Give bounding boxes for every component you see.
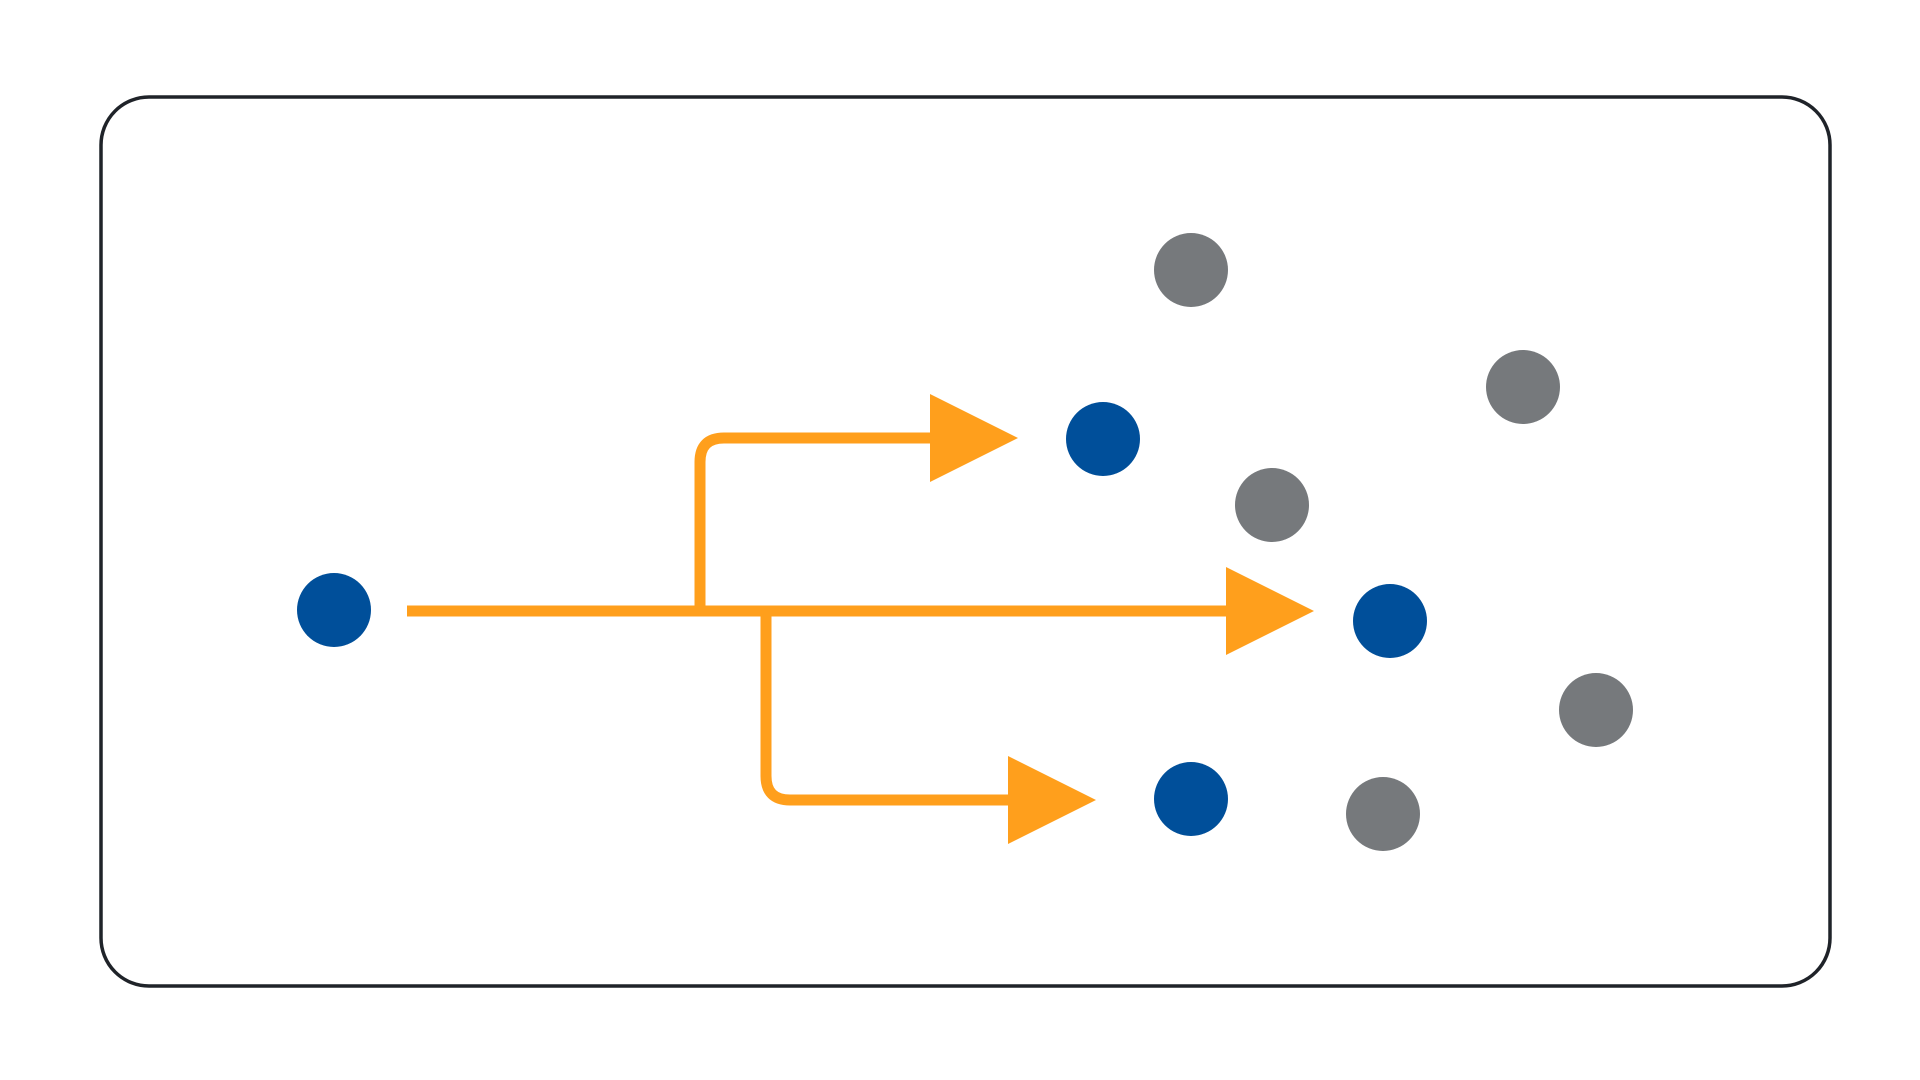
nodes	[297, 233, 1633, 851]
diagram-frame	[99, 95, 1832, 988]
source-node	[297, 573, 371, 647]
other-node-4	[1559, 673, 1633, 747]
target-node-middle	[1353, 584, 1427, 658]
edge-source-to-target-bottom	[760, 611, 1096, 844]
other-node-3	[1235, 468, 1309, 542]
target-node-top	[1066, 402, 1140, 476]
edges	[407, 394, 1314, 844]
other-node-1	[1154, 233, 1228, 307]
edge-source-to-target-top	[694, 394, 1018, 611]
other-node-2	[1486, 350, 1560, 424]
target-node-bottom	[1154, 762, 1228, 836]
other-node-5	[1346, 777, 1420, 851]
